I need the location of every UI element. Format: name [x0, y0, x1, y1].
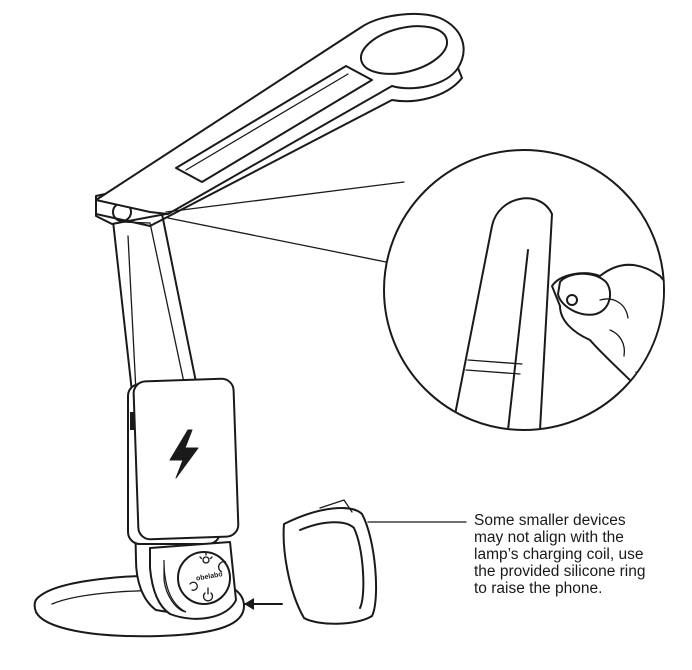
dial-icon — [189, 581, 198, 591]
zoom-line-bottom — [167, 217, 387, 263]
callout-line-2: may not align with the — [474, 529, 624, 546]
callout-line-3: lamp’s charging coil, use — [474, 546, 644, 563]
brand-label: obelabo — [196, 571, 224, 583]
callout-line-1: Some smaller devices — [474, 512, 626, 529]
lightning-bolt-icon — [169, 429, 199, 479]
control-hub — [149, 541, 237, 620]
callout-text: Some smaller devices may not align with … — [474, 512, 686, 597]
phone — [127, 377, 240, 545]
arrow-icon — [243, 598, 283, 610]
detail-circle — [383, 149, 665, 431]
callout-line-5: to raise the phone. — [474, 580, 603, 597]
brightness-icon — [199, 552, 213, 564]
callout-line-4: the provided silicone ring — [474, 563, 646, 580]
moon-icon — [218, 560, 227, 573]
lamp-head — [95, 12, 465, 227]
power-icon — [202, 587, 214, 602]
silicone-ring — [282, 499, 378, 625]
zoom-line-top — [165, 181, 405, 213]
